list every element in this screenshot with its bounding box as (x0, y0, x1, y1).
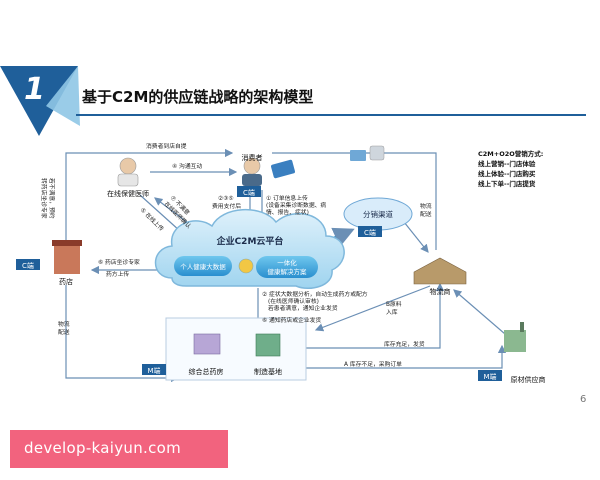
line-channel-logistics (403, 221, 429, 253)
m-badge-supplier (478, 370, 502, 381)
number-triangle-dark (0, 66, 78, 136)
label-analysis-1: ② 症状大数据分析，自动生成药方或配方 (262, 290, 368, 298)
slide-number-badge (0, 66, 80, 136)
solution-pill (256, 256, 318, 278)
m-badge-factory-label: M端 (147, 366, 160, 375)
tablet-icon (271, 159, 295, 179)
m-badge-factory (142, 364, 166, 375)
dispensary-machine-icon (193, 333, 221, 355)
title-divider (76, 114, 586, 116)
marketing-line-2: 线上体验--门店购买 (478, 169, 536, 178)
line-factory-supplier (300, 344, 507, 369)
consumer-label: 消费者 (242, 153, 263, 162)
pharmacy-roof-icon (52, 240, 82, 246)
c-badge-consumer-label: C端 (243, 188, 255, 197)
consumer-body-icon (242, 174, 262, 186)
logistics-label: 物流商 (430, 287, 451, 296)
label-notify: ⑥ 通知药店或企业发货 (262, 316, 321, 324)
manufacturing-region (165, 317, 307, 381)
label-consult-2: 若不满意，预约 (48, 178, 56, 219)
label-delivery2-2: 配送 (58, 328, 70, 336)
factory-node: 制造基地 (254, 333, 282, 376)
warehouse-icon (413, 257, 467, 285)
label-pay-2: 费用支付后 (212, 202, 241, 210)
doctor-node: 在线保健医师 (107, 157, 149, 198)
label-consult-1: 转药店坐诊专家 (40, 178, 48, 219)
label-delivery1-2: 配送 (420, 210, 432, 218)
line-consumer-to-channel (272, 152, 437, 250)
c-badge-channel (358, 226, 382, 237)
line-supplier-logistics (453, 289, 513, 341)
c-badge-pharmacy (16, 259, 40, 270)
pharmacy-label: 药店 (59, 277, 73, 286)
label-analysis-2: (在线医师确认审核) (268, 297, 319, 305)
label-order-1: ① 订单信息上传 (266, 194, 308, 202)
pharmacy-node: 药店 (52, 240, 82, 286)
c-badge-consumer (237, 186, 261, 197)
label-pay-1: ②③⑤ (218, 195, 234, 202)
number-triangle-light (46, 66, 80, 126)
label-delivery2-1: 物流 (58, 320, 70, 328)
supplier-label: 原材供应商 (511, 375, 546, 384)
supplier-chimney-icon (520, 322, 524, 332)
label-comm: ④ 沟通互动 (172, 162, 202, 170)
card-icon (350, 150, 366, 161)
bigdata-pill (174, 256, 232, 276)
pharmacy-building-icon (54, 244, 80, 274)
line-pharmacy-down (65, 285, 180, 383)
watermark-banner: develop-kaiyun.com (10, 430, 228, 468)
label-pickup: 消费者到店自提 (146, 142, 187, 150)
cloud-title: 企业C2M云平台 (216, 235, 284, 247)
label-delivery1-1: 物流 (420, 202, 432, 210)
doctor-body-icon (117, 173, 139, 187)
line-pickup (65, 148, 234, 245)
flow-labels: 消费者到店自提 转药店坐诊专家 若不满意，预约 ④ 沟通互动 ②③⑤ 费用支付后… (40, 142, 432, 368)
m-badge-supplier-label: M端 (483, 372, 496, 381)
c-badge-pharmacy-label: C端 (22, 261, 34, 270)
label-order-2: (设备采集诊断数据、病 (266, 201, 326, 209)
label-upload-pharm-2: 药方上传 (106, 270, 129, 278)
doctor-avatar-icon (119, 157, 137, 175)
label-restock: 库存充足，发货 (384, 340, 425, 348)
doctor-label: 在线保健医师 (107, 189, 149, 198)
c-badge-channel-label: C端 (364, 228, 376, 237)
marketing-line-1: 线上营销--门店体验 (478, 159, 536, 168)
cloud-platform: 企业C2M云平台 个人健康大数据 一体化 健康解决方案 (154, 209, 345, 290)
slide-number: 1 (24, 72, 45, 107)
label-raw-1: B原料 (386, 300, 402, 308)
watermark-text: develop-kaiyun.com (24, 439, 182, 457)
marketing-heading: C2M+O2O营销方式: (478, 149, 543, 158)
line-logistics-factory (314, 285, 431, 332)
label-analysis-3: 若患者满意，通知企业发货 (268, 304, 338, 312)
dispensary-label: 综合总药房 (189, 367, 224, 376)
label-upload-pharm-1: ⑥ 药店坐诊专家 (98, 258, 140, 266)
factory-label: 制造基地 (254, 367, 282, 376)
channel-label: 分销渠道 (363, 209, 393, 219)
bigdata-label: 个人健康大数据 (180, 262, 226, 271)
marketing-line-3: 线上下单--门店提货 (478, 179, 536, 188)
slide-title: 基于C2M的供应链战略的架构模型 (82, 88, 314, 106)
solution-label-2: 健康解决方案 (268, 267, 308, 276)
page-number: 6 (580, 394, 587, 405)
label-upload-doc: ⑤ 在线上传 (139, 206, 166, 233)
label-shortage: A 库存不足，采购订单 (344, 360, 402, 368)
consumer-node: 消费者 (242, 145, 385, 186)
solution-label-1: 一体化 (277, 258, 297, 267)
sync-icon (238, 258, 254, 274)
pos-terminal-icon (369, 145, 385, 161)
supplier-node: 原材供应商 (504, 322, 546, 384)
label-order-3: 情、报告、症状) (266, 208, 309, 216)
label-raw-2: 入库 (386, 308, 398, 316)
factory-building-icon (255, 333, 281, 357)
supplier-factory-icon (504, 330, 526, 352)
line-factory-logistics (300, 282, 445, 349)
marketing-notes: C2M+O2O营销方式: 线上营销--门店体验 线上体验--门店购买 线上下单-… (478, 149, 543, 188)
logistics-node: 物流商 (413, 257, 467, 296)
dispensary-node: 综合总药房 (189, 333, 224, 376)
